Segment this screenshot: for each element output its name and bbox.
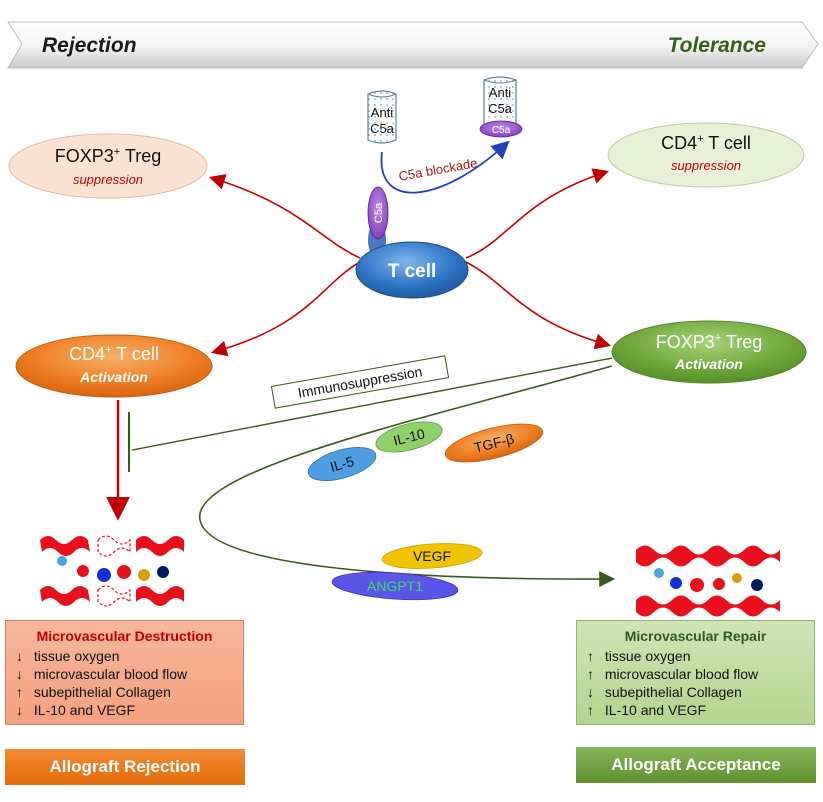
repair-item: ↑ microvascular blood flow (587, 665, 804, 683)
cytokine-tgfb: TGF-β (444, 423, 544, 463)
destruction-item: ↓ microvascular blood flow (16, 665, 233, 683)
bound-c5a-ligand (479, 120, 523, 138)
anti-c5a-bound-complex: Anti C5a C5a (479, 76, 523, 138)
up-arrow-icon: ↑ (16, 684, 23, 700)
bound-anti-c5a-line2: C5a (488, 101, 513, 116)
allograft-rejection-label: Allograft Rejection (5, 749, 245, 785)
svg-text:FOXP3+ Treg: FOXP3+ Treg (55, 146, 162, 166)
treg-to-repair-arrow (199, 365, 616, 588)
cd4-activation-title: CD4 (69, 344, 105, 364)
damaged-vessel-illustration (40, 535, 184, 607)
treg-suppression-title: FOXP3 (55, 146, 114, 166)
cd4-activation-node: CD4+ T cell Activation (15, 334, 213, 398)
immunosuppression-label: Immunosuppression (297, 363, 424, 401)
cd4-suppression-title-rest: T cell (704, 133, 751, 153)
arrow-to-treg-suppression (208, 174, 361, 259)
treg-suppression-subtitle: suppression (73, 172, 143, 187)
repair-item-text: subepithelial Collagen (601, 684, 742, 700)
immunosuppression-label-box: Immunosuppression (270, 355, 450, 409)
destruction-item-text: subepithelial Collagen (30, 684, 171, 700)
c5a-receptor-label: C5a (373, 202, 385, 223)
up-arrow-icon: ↑ (587, 666, 594, 682)
cytokine-il5: IL-5 (307, 447, 377, 481)
destruction-item: ↓ tissue oxygen (16, 647, 233, 665)
arrow-to-treg-activation (465, 261, 612, 350)
microvascular-repair-box: Microvascular Repair ↑ tissue oxygen ↑ m… (576, 620, 815, 725)
t-cell: T cell (355, 241, 469, 299)
cd4-activation-subtitle: Activation (79, 369, 148, 385)
cd4-suppression-sup: + (697, 133, 703, 145)
destruction-item-text: IL-10 and VEGF (30, 702, 136, 718)
repair-item: ↑ IL-10 and VEGF (587, 701, 804, 719)
treg-activation-title: FOXP3 (656, 332, 715, 352)
down-arrow-icon: ↓ (16, 666, 23, 682)
cytokine-il10: IL-10 (375, 421, 443, 453)
up-arrow-icon: ↑ (587, 702, 594, 718)
destruction-title: Microvascular Destruction (36, 628, 213, 644)
down-arrow-icon: ↓ (16, 648, 23, 664)
repair-item: ↑ tissue oxygen (587, 647, 804, 665)
bound-c5a-label: C5a (492, 125, 511, 136)
cytokine-angpt1-label: ANGPT1 (367, 578, 423, 594)
cd4-suppression-title: CD4 (661, 133, 697, 153)
destruction-item: ↓ IL-10 and VEGF (16, 701, 233, 719)
cd4-activation-sup: + (105, 344, 111, 356)
banner-tolerance-label: Tolerance (668, 34, 767, 57)
treg-suppression-sup: + (114, 146, 120, 158)
repaired-vessel-illustration (636, 545, 780, 617)
down-arrow-icon: ↓ (16, 702, 23, 718)
repair-item-text: microvascular blood flow (601, 666, 759, 682)
treg-activation-node: FOXP3+ Treg Activation (611, 320, 807, 384)
cytokine-angpt1: ANGPT1 (331, 571, 459, 601)
c5a-blockade-arrow (380, 140, 510, 194)
treg-activation-subtitle: Activation (674, 356, 743, 372)
c5a-blockade-label: C5a blockade (397, 155, 478, 184)
repair-title: Microvascular Repair (624, 628, 767, 644)
arrow-to-cd4-activation (210, 261, 361, 357)
rejection-tolerance-banner: Rejection Tolerance (7, 21, 819, 69)
down-arrow-icon: ↓ (587, 684, 594, 700)
treg-suppression-title-rest: Treg (120, 146, 161, 166)
repair-item: ↓ subepithelial Collagen (587, 683, 804, 701)
svg-text:CD4+ T cell: CD4+ T cell (69, 344, 159, 364)
cd4-suppression-subtitle: suppression (671, 158, 741, 173)
destruction-item-text: microvascular blood flow (30, 666, 188, 682)
anti-c5a-label-line2: C5a (370, 121, 395, 136)
destruction-item-text: tissue oxygen (30, 648, 120, 664)
cd4-suppression-node: CD4+ T cell suppression (607, 122, 805, 188)
repair-item-text: tissue oxygen (601, 648, 691, 664)
cd4-activation-title-rest: T cell (112, 344, 159, 364)
svg-text:FOXP3+ Treg: FOXP3+ Treg (656, 332, 763, 352)
arrow-to-cd4-suppression (465, 168, 610, 259)
anti-c5a-label-line1: Anti (371, 105, 394, 120)
treg-activation-sup: + (715, 332, 721, 344)
svg-text:CD4+ T cell: CD4+ T cell (661, 133, 751, 153)
up-arrow-icon: ↑ (587, 648, 594, 664)
bound-anti-c5a-line1: Anti (489, 85, 512, 100)
immunosuppression-inhibition-line (131, 357, 613, 451)
anti-c5a-antibody: Anti C5a (367, 90, 397, 144)
microvascular-destruction-box: Microvascular Destruction ↓ tissue oxyge… (5, 620, 244, 725)
cytokine-il10-label: IL-10 (392, 425, 427, 448)
treg-suppression-node: FOXP3+ Treg suppression (8, 133, 208, 199)
banner-rejection-label: Rejection (42, 34, 137, 57)
allograft-acceptance-label: Allograft Acceptance (576, 747, 816, 783)
t-cell-label: T cell (388, 261, 437, 282)
repair-item-text: IL-10 and VEGF (601, 702, 707, 718)
cytokine-vegf: VEGF (381, 543, 483, 569)
cytokine-vegf-label: VEGF (413, 548, 451, 564)
cytokine-il5-label: IL-5 (328, 453, 356, 475)
destruction-item: ↑ subepithelial Collagen (16, 683, 233, 701)
treg-activation-title-rest: Treg (721, 332, 762, 352)
